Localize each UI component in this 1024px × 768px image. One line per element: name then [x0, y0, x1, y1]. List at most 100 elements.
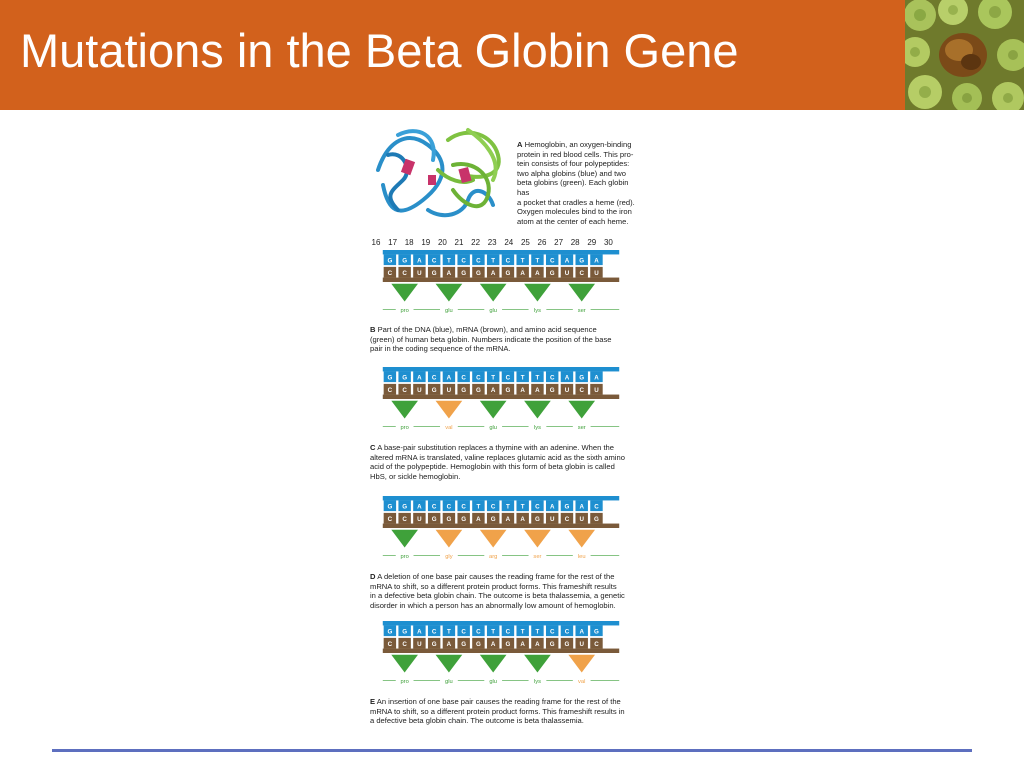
- mrna-base: [457, 266, 470, 278]
- hemoglobin-structure-image: [376, 128, 501, 218]
- dna-base-letter: T: [521, 374, 525, 381]
- amino-acid-label: pro: [400, 554, 408, 560]
- dna-base-letter: C: [476, 628, 481, 635]
- amino-acid-label: glu: [445, 308, 453, 314]
- mrna-base-letter: G: [432, 270, 437, 277]
- amino-acid-label: glu: [489, 308, 497, 314]
- position-number: 22: [471, 238, 481, 247]
- amino-acid-arrow: [391, 283, 418, 302]
- dna-base: [413, 500, 426, 512]
- dna-base-letter: C: [461, 628, 466, 635]
- mrna-base-letter: U: [447, 387, 452, 394]
- mrna-base-letter: G: [446, 516, 451, 523]
- mrna-base: [560, 512, 574, 524]
- dna-base: [516, 254, 529, 266]
- amino-acid-label: gly: [445, 554, 452, 560]
- dna-base-letter: C: [432, 374, 437, 381]
- dna-base: [560, 371, 574, 383]
- position-number: 27: [554, 238, 564, 247]
- dna-base-letter: G: [579, 374, 584, 381]
- dna-base-letter: T: [506, 503, 510, 510]
- dna-base: [398, 254, 411, 266]
- position-number: 30: [603, 238, 613, 247]
- dna-base: [531, 500, 544, 512]
- dna-base: [383, 500, 397, 512]
- mrna-base: [545, 637, 559, 649]
- dna-base: [590, 371, 603, 383]
- dna-base: [442, 254, 456, 266]
- panel-e-caption: E An insertion of one base pair causes t…: [370, 697, 642, 726]
- amino-acid-arrow: [568, 529, 596, 548]
- mrna-base: [516, 266, 529, 278]
- mrna-base-letter: G: [476, 641, 481, 648]
- mrna-base-letter: C: [388, 641, 393, 648]
- mrna-base: [442, 512, 456, 524]
- mrna-base-letter: A: [520, 641, 525, 648]
- amino-acid-label: ser: [533, 554, 541, 560]
- amino-acid-label: val: [445, 425, 452, 431]
- dna-base: [383, 371, 397, 383]
- dna-base: [413, 371, 426, 383]
- mrna-base-letter: U: [417, 270, 422, 277]
- amino-acid-label: glu: [489, 425, 497, 431]
- mrna-base-letter: A: [535, 641, 540, 648]
- dna-base: [516, 625, 529, 637]
- mrna-base-letter: G: [535, 516, 540, 523]
- amino-acid-label-bg: [572, 306, 591, 314]
- dna-base-letter: T: [536, 628, 540, 635]
- mrna-base: [383, 512, 397, 524]
- dna-base-letter: C: [506, 257, 511, 264]
- dna-base: [427, 254, 441, 266]
- amino-acid-label-bg: [572, 423, 591, 431]
- mrna-base-letter: A: [520, 270, 525, 277]
- mrna-base-letter: G: [476, 270, 481, 277]
- mrna-base-letter: U: [594, 270, 599, 277]
- caption-line: An insertion of one base pair causes the…: [376, 697, 621, 706]
- mrna-backbone: [382, 523, 620, 528]
- dna-base-letter: G: [387, 257, 392, 264]
- amino-acid-label-bg: [395, 552, 414, 560]
- dna-base: [442, 500, 456, 512]
- amino-acid-arrow: [435, 400, 463, 419]
- mrna-base: [575, 266, 588, 278]
- dna-base-letter: T: [521, 628, 525, 635]
- mrna-base-letter: A: [520, 516, 525, 523]
- dna-base-letter: C: [476, 257, 481, 264]
- amino-acid-label-bg: [395, 306, 414, 314]
- amino-acid-label: glu: [445, 679, 453, 685]
- dna-base-letter: T: [491, 374, 495, 381]
- dna-base: [486, 254, 500, 266]
- mrna-base-letter: U: [417, 387, 422, 394]
- amino-acid-label: leu: [578, 554, 586, 560]
- mrna-base: [472, 512, 485, 524]
- dna-base-letter: A: [417, 503, 422, 510]
- mrna-base: [560, 266, 574, 278]
- dna-base-letter: C: [432, 628, 437, 635]
- amino-acid-arrow: [568, 654, 596, 673]
- mrna-base-letter: A: [535, 387, 540, 394]
- mrna-base-letter: G: [432, 387, 437, 394]
- dna-base-letter: A: [417, 628, 422, 635]
- dna-base: [516, 500, 529, 512]
- amino-acid-label: arg: [489, 554, 497, 560]
- amino-acid-label: lys: [534, 425, 541, 431]
- dna-base: [457, 500, 470, 512]
- dna-base: [472, 500, 485, 512]
- position-number: 26: [537, 238, 547, 247]
- mrna-base: [472, 637, 485, 649]
- dna-base-letter: C: [565, 628, 570, 635]
- caption-line: tein consists of four polypeptides:: [517, 159, 630, 169]
- amino-acid-arrow: [524, 283, 551, 302]
- mrna-base-letter: A: [491, 270, 496, 277]
- mrna-base: [531, 512, 544, 524]
- caption-line: HbS, or sickle hemoglobin.: [370, 471, 461, 481]
- dna-base-letter: G: [402, 374, 407, 381]
- dna-base-letter: A: [447, 374, 452, 381]
- dna-base: [545, 625, 559, 637]
- mrna-base: [575, 512, 588, 524]
- mrna-base: [545, 512, 559, 524]
- caption-line: beta globins (green). Each globin has: [517, 178, 629, 197]
- mrna-base: [501, 266, 515, 278]
- mrna-base-letter: U: [579, 516, 584, 523]
- dna-base-letter: G: [402, 503, 407, 510]
